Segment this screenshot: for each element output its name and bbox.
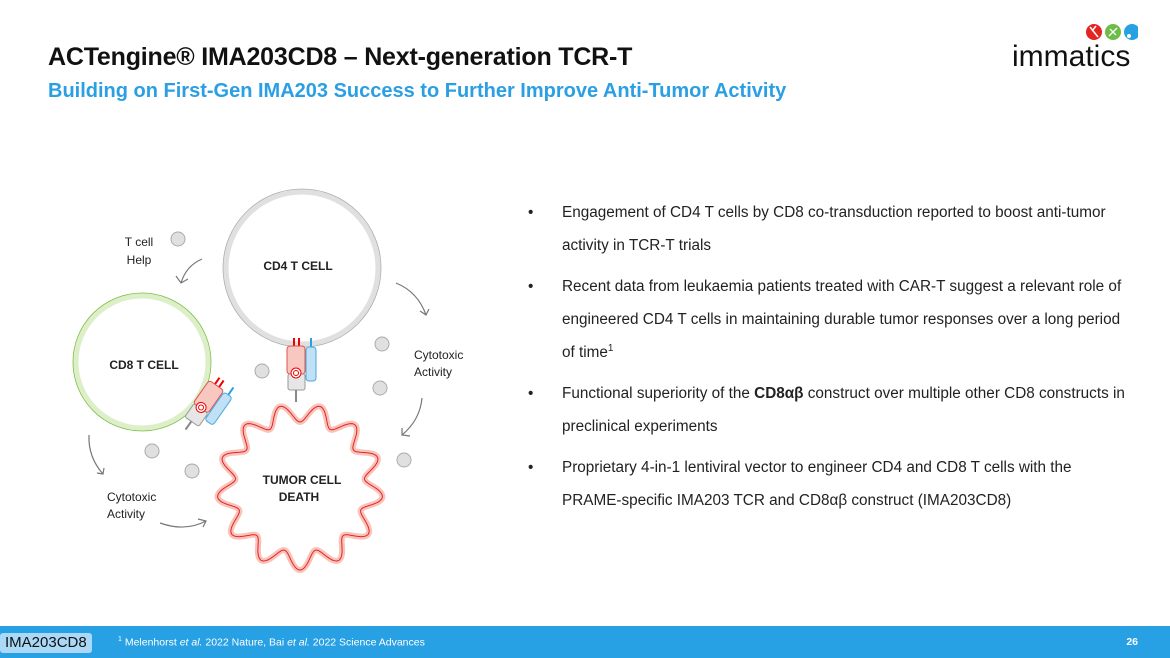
bullet-dot: • <box>528 278 534 295</box>
cytotoxic-left-label: Activity <box>107 507 145 521</box>
cytotoxic-right-label: Cytotoxic <box>414 348 463 362</box>
tcell-diagram: CD4 T CELL CD8 T CELL TUMOR CELL DEATH T… <box>72 188 463 574</box>
help-arrow-icon <box>175 258 203 284</box>
footnote: 1 Melenhorst et al. 2022 Nature, Bai et … <box>118 636 425 649</box>
logo-text: immatics <box>1012 40 1131 73</box>
bullet-dot: • <box>528 459 534 476</box>
footnote-text: 2022 Nature, Bai <box>202 636 288 649</box>
bullet-item: • Proprietary 4-in-1 lentiviral vector to… <box>528 451 1128 517</box>
tumor-cell <box>214 403 386 574</box>
bullet-item: • Engagement of CD4 T cells by CD8 co-tra… <box>528 196 1128 262</box>
cytotoxic-right-label: Activity <box>414 365 452 379</box>
cd8-tcr-receptor-icon <box>184 377 235 431</box>
product-badge: IMA203CD8 <box>0 633 92 653</box>
cd4-label: CD4 T CELL <box>263 259 332 273</box>
bullet-text: Proprietary 4-in-1 lentiviral vector to … <box>562 459 1072 509</box>
page-subtitle: Building on First-Gen IMA203 Success to … <box>48 80 787 102</box>
help-label: Help <box>127 253 152 267</box>
bullet-text: construct over multiple other CD8 constr… <box>562 385 1125 435</box>
cytotoxic-right-arrow-1-icon <box>395 282 430 316</box>
cytotoxic-left-label: Cytotoxic <box>107 490 156 504</box>
footer-bar: IMA203CD8 1 Melenhorst et al. 2022 Natur… <box>0 626 1170 658</box>
bullet-text: Functional superiority of the <box>562 385 755 402</box>
bullet-item: • Functional superiority of the CD8αβ con… <box>528 377 1128 443</box>
tumor-label: TUMOR CELL <box>263 473 342 487</box>
bullet-item: • Recent data from leukaemia patients tre… <box>528 270 1128 369</box>
help-label: T cell <box>125 235 153 249</box>
footnote-sup: 1 <box>118 636 122 643</box>
tumor-label: DEATH <box>279 490 319 504</box>
bullet-text: Engagement of CD4 T cells by CD8 co-tran… <box>562 204 1106 254</box>
logo-circles-icon <box>1086 24 1138 40</box>
footnote-text: Melenhorst <box>121 636 180 649</box>
cd8-cell <box>73 293 211 431</box>
footnote-etal: et al. <box>179 636 203 649</box>
cytokine-dots <box>144 231 412 479</box>
arrows <box>88 258 430 528</box>
footnote-etal: et al. <box>287 636 310 649</box>
bullet-list: • Engagement of CD4 T cells by CD8 co-tra… <box>528 196 1128 525</box>
page-title: ACTengine® IMA203CD8 – Next-generation T… <box>48 43 633 71</box>
cd4-tcr-receptor-icon <box>286 338 317 402</box>
cytotoxic-left-arrow-1-icon <box>88 434 105 475</box>
bullet-dot: • <box>528 204 534 221</box>
cd4-cell <box>223 189 381 347</box>
footnote-text: 2022 Science Advances <box>309 636 425 649</box>
page-number: 26 <box>1126 636 1138 648</box>
bullet-text: Recent data from leukaemia patients trea… <box>562 278 1122 361</box>
footnote-ref: 1 <box>607 342 614 354</box>
bullet-dot: • <box>528 385 534 402</box>
cytotoxic-right-arrow-2-icon <box>401 397 423 437</box>
bullet-bold-text: CD8αβ <box>754 385 804 402</box>
cd8-label: CD8 T CELL <box>109 358 178 372</box>
cytotoxic-left-arrow-2-icon <box>159 518 207 528</box>
